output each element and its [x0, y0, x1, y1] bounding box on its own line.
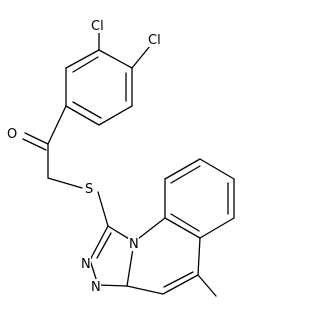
- label-bg: [128, 236, 139, 251]
- bond: [170, 165, 201, 184]
- bond: [170, 213, 200, 232]
- bond: [133, 217, 166, 243]
- bond: [72, 56, 99, 73]
- bond: [162, 274, 199, 295]
- bond: [163, 271, 194, 288]
- bond-ch2-s: [47, 177, 83, 189]
- label-bg: [80, 256, 91, 271]
- bond: [96, 232, 112, 259]
- pyridine-ring: [126, 217, 201, 295]
- nitrogen-label: N: [91, 280, 101, 295]
- bond-ring-carbonyl: [47, 105, 67, 145]
- label-bg: [7, 126, 19, 141]
- nitrogen-label: N: [81, 257, 91, 272]
- triazole-ring: [89, 225, 135, 287]
- bond: [197, 237, 201, 276]
- bond: [126, 285, 164, 295]
- bond: [97, 284, 128, 287]
- bond-carbonyl-double-a: [24, 132, 49, 145]
- label-bg: [90, 279, 101, 294]
- bond-s-triazole: [97, 191, 109, 227]
- dichlorophenyl-ring: [65, 49, 133, 126]
- bond: [89, 225, 109, 261]
- label-bg: [147, 32, 165, 47]
- oxygen-label: O: [7, 127, 17, 142]
- bond: [65, 105, 100, 126]
- sulfur-label: S: [85, 182, 93, 197]
- bond: [98, 49, 133, 69]
- bond: [164, 217, 201, 239]
- label-bg: [84, 181, 95, 196]
- bond: [164, 158, 201, 180]
- bond: [98, 105, 133, 126]
- bond-carbonyl-double-b: [22, 138, 47, 151]
- benzo-ring: [164, 158, 235, 239]
- bond: [72, 101, 102, 119]
- bond: [65, 49, 100, 69]
- molecule-structure: Cl Cl O S N N N: [7, 18, 235, 297]
- bond: [199, 158, 235, 180]
- bond-methyl: [197, 274, 217, 297]
- bond: [199, 217, 235, 239]
- label-bg: [91, 18, 109, 33]
- chlorine-label: Cl: [148, 33, 161, 48]
- bond-c4-cl: [131, 45, 151, 69]
- nitrogen-label: N: [129, 237, 139, 252]
- chlorine-label: Cl: [91, 19, 104, 34]
